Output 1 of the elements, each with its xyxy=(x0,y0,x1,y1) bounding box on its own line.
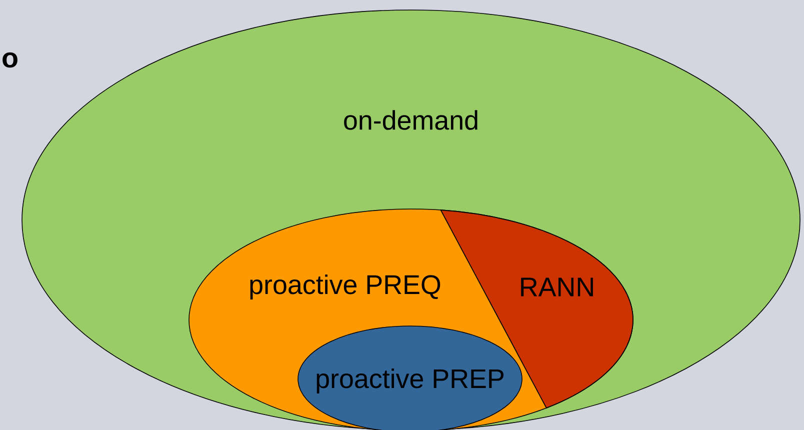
partial-letter: o xyxy=(2,52,18,68)
